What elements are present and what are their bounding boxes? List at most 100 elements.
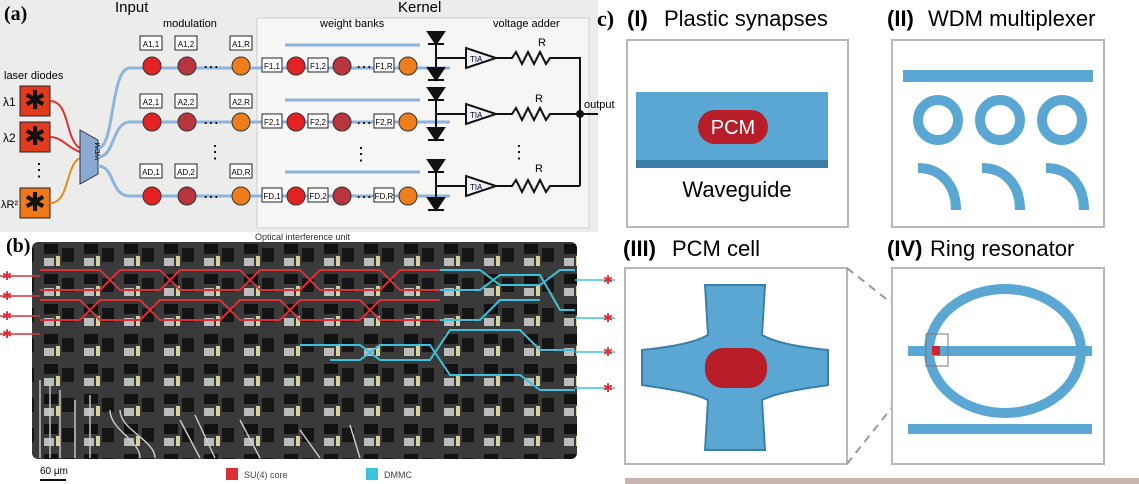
- lambda-1: λ1: [3, 95, 16, 109]
- subpanel-ii-number: (II): [887, 6, 914, 31]
- modulation-label: modulation: [163, 18, 217, 30]
- waveguide-label: Waveguide: [682, 177, 791, 202]
- panel-b-title: Optical interference unit: [255, 232, 351, 242]
- tia-label: TIA: [470, 183, 483, 192]
- output-port-icon: ✱: [603, 381, 613, 395]
- weight-bank-row-2: F2,1 F2,2 ⋯ F2,R ⋮: [261, 112, 418, 164]
- adder-circuit: [436, 46, 598, 198]
- mod-label: A2,R: [232, 98, 250, 107]
- input-title: Input: [115, 0, 149, 16]
- subpanel-iv-title: Ring resonator: [930, 236, 1074, 261]
- mod-vdots: ⋮: [206, 142, 224, 162]
- mod-ellipsis: ⋯: [203, 189, 219, 206]
- wdm-rings: [913, 95, 1087, 145]
- mod-label: A1,2: [178, 40, 195, 49]
- weight-label: FD,1: [263, 192, 281, 201]
- mod-label: A1,R: [232, 40, 250, 49]
- resistor-label: R: [538, 37, 546, 49]
- input-port-icon: ✱: [2, 327, 12, 341]
- output-port-icon: ✱: [603, 273, 613, 287]
- mod-label: AD,R: [231, 168, 250, 177]
- su4-mesh: [40, 269, 440, 321]
- waveguide-slab-side: [636, 160, 828, 168]
- pcm-cell-element: [705, 348, 767, 388]
- ring-pcm-patch: [932, 346, 940, 355]
- weight-ellipsis: ⋯: [356, 59, 372, 76]
- laser-star-icon: ✱: [24, 121, 46, 151]
- output-node: [576, 110, 584, 118]
- laser-star-icon: ✱: [24, 85, 46, 115]
- laser-1: ✱: [19, 85, 51, 117]
- mod-label: A2,1: [143, 98, 160, 107]
- legend-swatch-su4: [226, 468, 238, 480]
- zoom-box: [925, 333, 949, 367]
- weight-ellipsis: ⋯: [356, 115, 372, 132]
- legend-label-su4: SU(4) core: [244, 470, 288, 480]
- weight-banks-label: weight banks: [319, 18, 385, 30]
- weight-label: F2,R: [375, 118, 393, 127]
- fiber-2: [49, 136, 81, 153]
- through-waveguide: [908, 346, 1092, 356]
- panel-b-label: (b): [6, 235, 30, 257]
- adder-vdots: ⋮: [510, 142, 528, 162]
- bottom-strip: [625, 478, 1139, 484]
- metal-routing: [39, 380, 361, 459]
- output-port-icon: ✱: [603, 345, 613, 359]
- weight-label: FD,R: [375, 192, 394, 201]
- tia-label: TIA: [470, 55, 483, 64]
- modulation-row-d: AD,1 AD,2 ⋯ AD,R: [139, 163, 253, 206]
- lambda-2: λ2: [3, 131, 16, 145]
- scale-bar-label: 60 μm: [40, 466, 68, 477]
- subpanel-iv-frame: [891, 267, 1105, 465]
- fiber-r: [49, 157, 81, 204]
- pcm-element: [698, 110, 768, 144]
- output-port-icon: ✱: [603, 311, 613, 325]
- wdm-block: [79, 129, 99, 185]
- mod-label: AD,2: [177, 168, 195, 177]
- panel-c-label: c): [597, 6, 614, 31]
- drop-waveguides: [917, 163, 1089, 211]
- lambda-r: λR²: [1, 199, 18, 211]
- panel-a-label: (a): [4, 3, 27, 25]
- legend-swatch-dmmc: [366, 468, 378, 480]
- laser-2: ✱: [19, 121, 51, 153]
- input-port-icon: ✱: [2, 269, 12, 283]
- subpanel-iii-number: (III): [623, 236, 656, 261]
- subpanel-iii-title: PCM cell: [672, 236, 760, 261]
- resistor-label: R: [535, 163, 543, 175]
- waveguides: [97, 43, 450, 198]
- laser-star-icon: ✱: [24, 187, 46, 217]
- input-port-icon: ✱: [2, 289, 12, 303]
- panel-c: c) (I) Plastic synapses PCM Waveguide (I…: [597, 6, 1139, 484]
- input-port-icon: ✱: [2, 309, 12, 323]
- laser-diodes-label: laser diodes: [4, 70, 64, 82]
- kernel-title: Kernel: [398, 0, 441, 16]
- subpanel-i-number: (I): [627, 6, 648, 31]
- modulation-row-2: A2,1 A2,2 ⋯ A2,R ⋮: [139, 93, 253, 162]
- laser-r: ✱: [19, 187, 51, 219]
- mod-ellipsis: ⋯: [203, 59, 219, 76]
- tia-label: TIA: [470, 111, 483, 120]
- drop-waveguide: [908, 424, 1092, 434]
- mod-label: AD,1: [142, 168, 160, 177]
- subpanel-ii-title: WDM multiplexer: [928, 6, 1095, 31]
- weight-label: F1,2: [310, 62, 327, 71]
- chip-micrograph: [32, 242, 577, 459]
- subpanel-i-title: Plastic synapses: [664, 6, 828, 31]
- pcm-label: PCM: [711, 117, 755, 139]
- weight-label: F1,1: [264, 62, 281, 71]
- weight-vdots: ⋮: [352, 144, 370, 164]
- fiber-1: [49, 100, 81, 149]
- input-ports: ✱ ✱ ✱ ✱: [0, 269, 40, 341]
- resistor-label: R: [535, 93, 543, 105]
- subpanel-iv-number: (IV): [887, 236, 922, 261]
- dmmc-mesh: [300, 269, 575, 391]
- mod-ellipsis: ⋯: [203, 115, 219, 132]
- laser-vdots: ⋮: [30, 160, 48, 180]
- weight-label: F2,1: [264, 118, 281, 127]
- mod-label: A1,1: [143, 40, 160, 49]
- legend-label-dmmc: DMMC: [384, 470, 412, 480]
- panel-b: (b) Optical interference unit: [0, 232, 615, 481]
- photodiodes: [426, 31, 446, 212]
